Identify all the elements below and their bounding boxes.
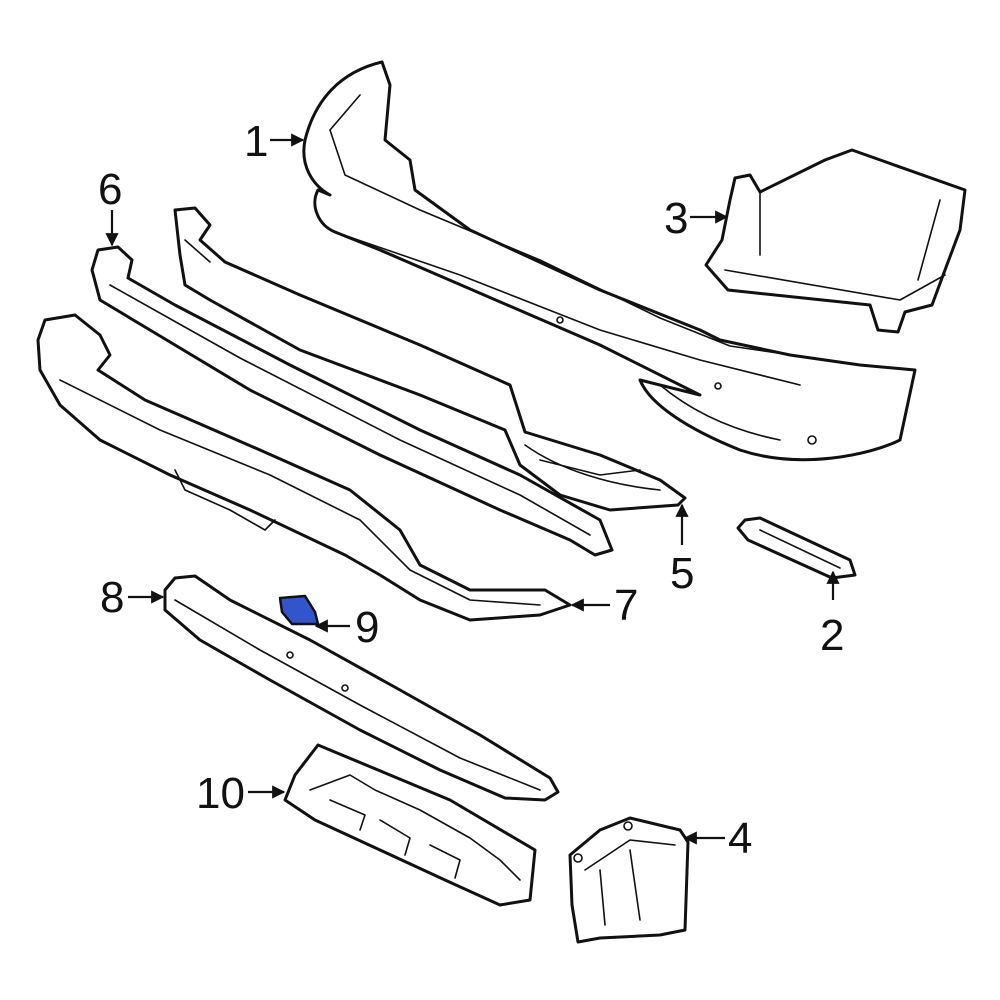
callout-3: 3 [664, 194, 688, 243]
callout-6: 6 [98, 165, 122, 214]
callout-7: 7 [614, 581, 638, 630]
callout-labels: 1 2 3 4 5 6 7 8 9 10 [98, 117, 844, 863]
callout-9: 9 [355, 603, 379, 652]
callout-8: 8 [100, 573, 124, 622]
callout-4: 4 [728, 814, 752, 863]
callout-arrows [105, 133, 840, 845]
bumper-cover [302, 60, 917, 462]
lower-trim-molding [36, 313, 572, 622]
bracket [736, 516, 857, 580]
upper-trim-molding-end [90, 245, 614, 557]
callout-10: 10 [196, 769, 245, 818]
side-shield [568, 816, 690, 944]
side-bracket [704, 148, 967, 334]
lower-shield [283, 743, 537, 907]
upper-trim-molding [173, 206, 687, 512]
callout-5: 5 [670, 549, 694, 598]
callout-2: 2 [820, 611, 844, 660]
tow-hook-cover [278, 594, 320, 626]
skid-plate [163, 574, 560, 802]
callout-1: 1 [244, 117, 268, 166]
